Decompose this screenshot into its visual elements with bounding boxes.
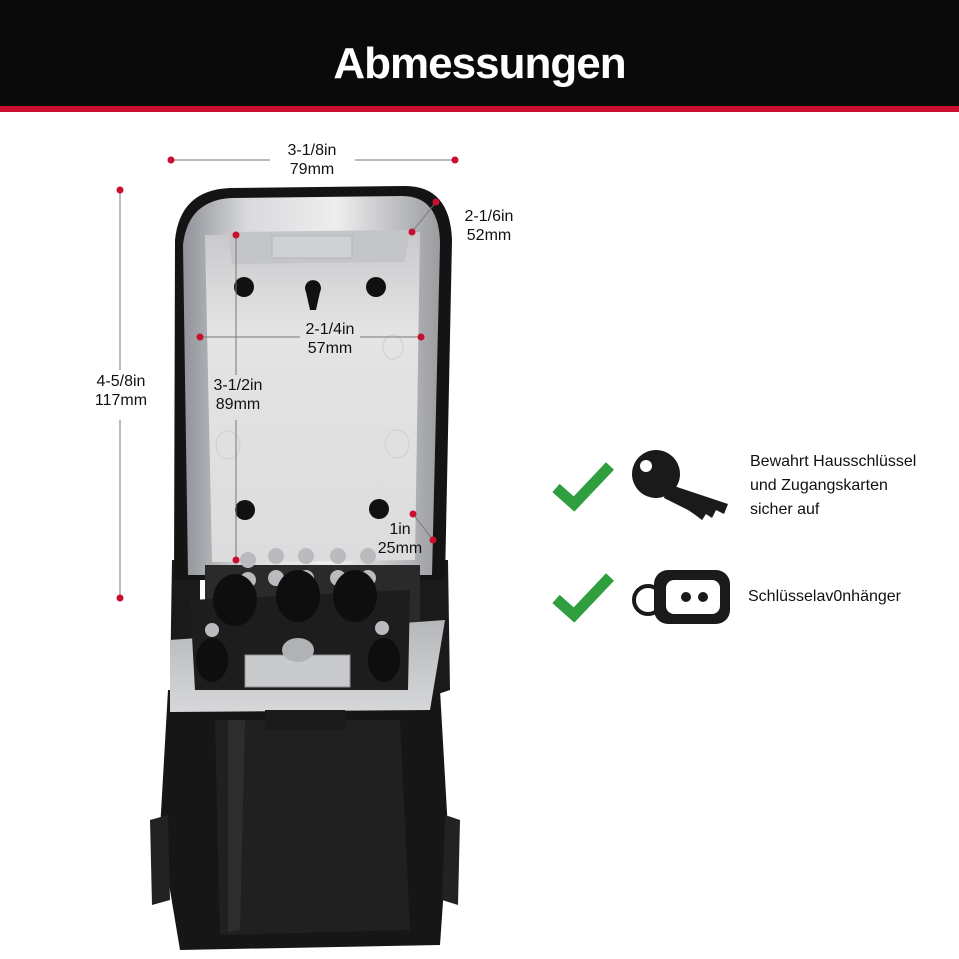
key-fob-icon <box>632 570 730 624</box>
feature-key-storage: Bewahrt Hausschlüssel und Zugangskarten … <box>552 448 916 524</box>
outer-height-label: 4-5/8in 117mm <box>84 372 158 410</box>
feature-key-fob: Schlüsselav0nhänger <box>552 566 901 628</box>
depth-label: 2-1/6in 52mm <box>464 208 514 244</box>
inner-depth-label: 1in 25mm <box>377 521 423 557</box>
inner-width-label: 2-1/4in 57mm <box>305 321 355 357</box>
key-icon <box>632 450 728 520</box>
header-bar: Abmessungen <box>0 0 959 112</box>
feature-key-fob-text: Schlüsselav0nhänger <box>748 588 901 605</box>
page-title: Abmessungen <box>333 39 626 88</box>
check-icon <box>552 462 614 512</box>
feature-key-storage-text: Bewahrt Hausschlüssel und Zugangskarten … <box>750 453 917 518</box>
inner-height-label: 3-1/2in 89mm <box>213 377 263 413</box>
check-icon <box>552 573 614 623</box>
outer-width-label: 3-1/8in 79mm <box>287 142 337 178</box>
